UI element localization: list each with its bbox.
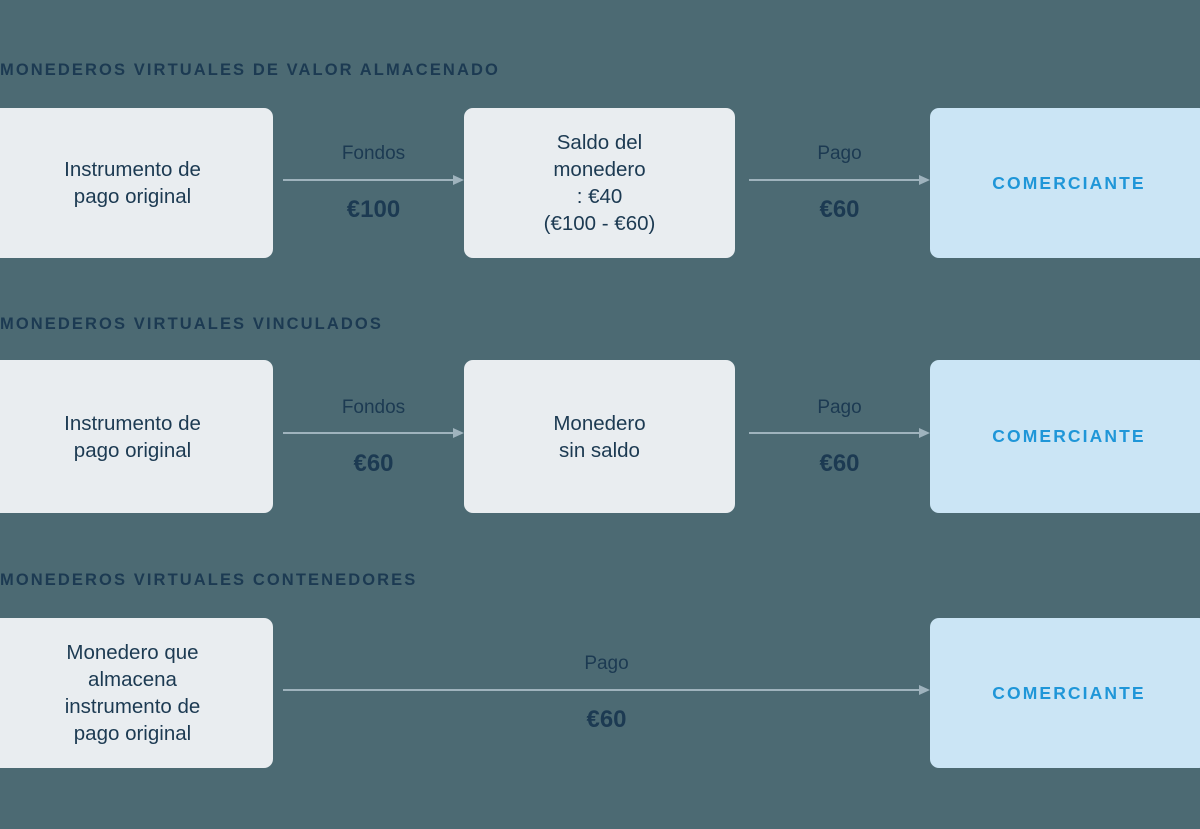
arrow-right-icon: [749, 174, 930, 185]
node-label: Monedero sin saldo: [553, 411, 646, 462]
node-merchant-1: COMERCIANTE: [930, 108, 1200, 258]
flow-row-linked-wallets: Instrumento de pago original Fondos €60 …: [0, 360, 1200, 513]
node-label: Instrumento de pago original: [64, 411, 201, 462]
node-label: Instrumento de pago original: [64, 158, 201, 208]
flow-payment-1: Pago €60: [749, 108, 930, 258]
arrow-shaft: [283, 432, 456, 434]
flow-amount: €60: [819, 449, 860, 477]
arrow-shaft: [283, 688, 922, 691]
flow-label: Fondos: [341, 143, 406, 164]
node-source-payment-instrument-1: Instrumento de pago original: [0, 108, 273, 258]
node-wallet-storing-instrument: Monedero que almacena instrumento de pag…: [0, 618, 273, 768]
arrow-right-icon: [283, 174, 464, 185]
flow-payment-2: Pago €60: [749, 360, 930, 513]
arrow-head: [919, 684, 930, 695]
flow-row-pass-through-wallets: Monedero que almacena instrumento de pag…: [0, 618, 1200, 768]
merchant-label: COMERCIANTE: [992, 682, 1146, 703]
arrow-shaft: [749, 178, 922, 181]
node-wallet-no-balance: Monedero sin saldo: [464, 360, 735, 513]
flow-label: Pago: [817, 143, 862, 164]
section-header-stored-value: MONEDEROS VIRTUALES DE VALOR ALMACENADO: [0, 61, 500, 79]
arrow-head: [919, 428, 930, 438]
node-source-payment-instrument-2: Instrumento de pago original: [0, 360, 273, 513]
arrow-shaft: [283, 178, 456, 181]
flow-row-stored-value: Instrumento de pago original Fondos €100…: [0, 108, 1200, 258]
arrow-head: [453, 428, 464, 438]
arrow-shaft: [749, 432, 922, 434]
merchant-label: COMERCIANTE: [992, 426, 1146, 446]
node-wallet-balance-1: Saldo del monedero : €40 (€100 - €60): [464, 108, 735, 258]
section-header-linked-wallets: MONEDEROS VIRTUALES VINCULADOS: [0, 315, 383, 333]
flow-label: Fondos: [341, 396, 406, 418]
arrow-right-icon: [749, 428, 930, 438]
flow-funds-2: Fondos €60: [283, 360, 464, 513]
flow-amount: €100: [346, 196, 401, 223]
flow-label: Pago: [817, 396, 862, 418]
arrow-right-icon: [283, 428, 464, 438]
node-label: Saldo del monedero : €40 (€100 - €60): [543, 131, 656, 235]
arrow-right-icon: [283, 684, 930, 695]
flow-label: Pago: [584, 653, 629, 674]
node-merchant-2: COMERCIANTE: [930, 360, 1200, 513]
node-merchant-3: COMERCIANTE: [930, 618, 1200, 768]
flow-payment-3: Pago €60: [283, 618, 930, 768]
merchant-label: COMERCIANTE: [992, 172, 1146, 193]
flow-funds-1: Fondos €100: [283, 108, 464, 258]
node-label: Monedero que almacena instrumento de pag…: [64, 641, 201, 745]
flow-amount: €60: [819, 196, 860, 223]
flow-amount: €60: [353, 449, 394, 477]
section-header-pass-through-wallets: MONEDEROS VIRTUALES CONTENEDORES: [0, 571, 418, 589]
arrow-head: [919, 174, 930, 185]
arrow-head: [453, 174, 464, 185]
flow-amount: €60: [586, 706, 627, 733]
